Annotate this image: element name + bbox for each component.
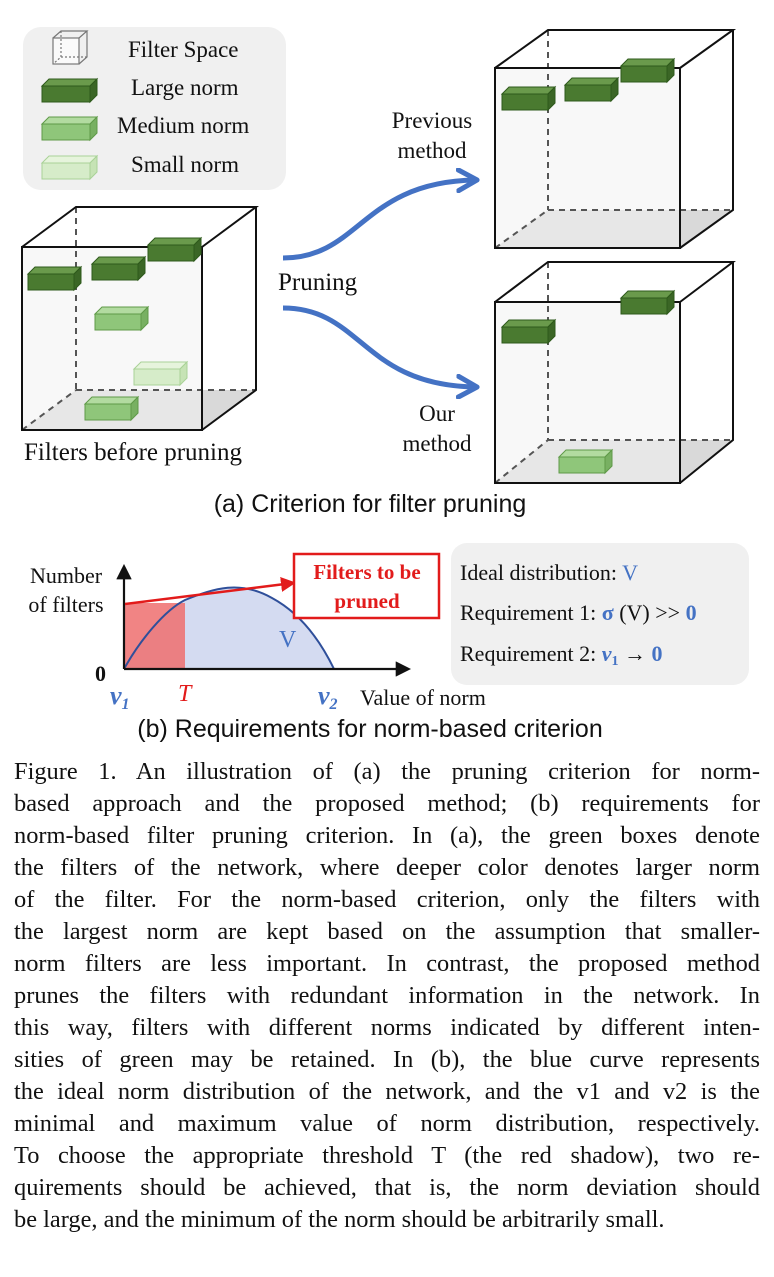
pruning-label: Pruning [278,269,358,296]
caption-line: To choose the appropriate threshold T (t… [14,1142,760,1169]
previous-method-label-1: Previous [392,108,473,133]
legend-large-norm-label: Large norm [131,75,239,100]
legend-medium-norm-label: Medium norm [117,113,249,138]
caption-line: the largest norm are kept based on the a… [14,918,760,945]
y-axis-label-1: Number [30,563,103,588]
requirement-2-line: Requirement 2: v1 → 0 [460,641,663,669]
medium-norm-swatch [40,115,99,142]
filters-to-be-pruned-callout: Filters to be pruned [292,552,441,620]
cube-our-method [494,261,736,484]
caption-line: the ideal norm distribution of the netwo… [14,1078,760,1105]
filter-large [619,57,676,84]
requirement-1-line: Requirement 1: σ (V) >> 0 [460,600,697,625]
caption-line: quirements should be achieved, that is, … [14,1174,760,1201]
y-axis-label-2: of filters [28,592,103,617]
large-norm-swatch [40,77,99,104]
pruning-arrow-ours [282,305,475,387]
caption-line: be large, and the minimum of the norm sh… [14,1206,665,1233]
legend-small-norm-label: Small norm [131,152,239,177]
callout-arrow [124,577,296,606]
norm-curve [123,586,335,670]
filter-large [563,76,620,103]
pruning-arrow-previous [282,180,475,261]
panel-a-title: (a) Criterion for filter pruning [214,490,527,518]
filter-space-icon [52,30,89,65]
v1-tick-label: v1 [110,681,130,713]
callout-label-1: Filters to be [313,560,420,584]
caption-line: the filters of the network, where deeper… [14,854,760,881]
our-method-label-2: method [403,431,472,456]
caption-line: norm filters are less important. In cont… [14,950,760,977]
x-axis-label: Value of norm [360,685,486,710]
cube-before [21,206,260,431]
legend-filter-space-label: Filter Space [128,37,239,62]
figure-caption: Figure 1. An illustration of (a) the pru… [14,756,760,1236]
filter-large [90,255,147,282]
filter-medium [83,395,140,422]
filter-medium [93,305,150,332]
before-pruning-label: Filters before pruning [24,439,243,466]
small-norm-swatch [40,154,99,181]
caption-line: sities of green may be retained. In (b),… [14,1046,760,1073]
cube-previous-method [494,29,737,249]
filter-large [146,236,203,263]
caption-line: norm-based filter pruning criterion. In … [14,822,760,849]
caption-line: minimal and maximum value of norm distri… [14,1110,760,1137]
previous-method-label-2: method [398,138,467,163]
norm-distribution-plot [116,563,412,677]
figure-diagram: Filter Space Large norm Medium norm Smal… [21,27,749,743]
origin-zero-label: 0 [95,661,106,686]
ideal-distribution-symbol: V [279,627,297,653]
caption-line: this way, filters with different norms i… [14,1014,760,1041]
filter-small [132,360,189,387]
caption-line: Figure 1. An illustration of (a) the pru… [14,758,760,785]
filter-medium [557,448,614,475]
caption-line: prunes the filters with redundant inform… [14,982,760,1009]
caption-line: of the filter. For the norm-based criter… [14,886,760,913]
filter-large [500,85,557,112]
v2-tick-label: v2 [318,681,338,713]
filter-large [619,289,676,316]
filter-large [500,318,557,345]
threshold-tick-label: T [178,681,193,707]
ideal-distribution-line: Ideal distribution: V [460,560,638,585]
our-method-label-1: Our [419,401,455,426]
legend-box: Filter Space Large norm Medium norm Smal… [23,27,286,190]
panel-b-title: (b) Requirements for norm-based criterio… [137,715,602,743]
requirements-box: Ideal distribution: V Requirement 1: σ (… [451,543,749,685]
caption-line: based approach and the proposed method; … [14,790,760,817]
callout-label-2: pruned [334,589,400,613]
filter-large [26,265,83,292]
pruned-shadow [124,603,185,669]
